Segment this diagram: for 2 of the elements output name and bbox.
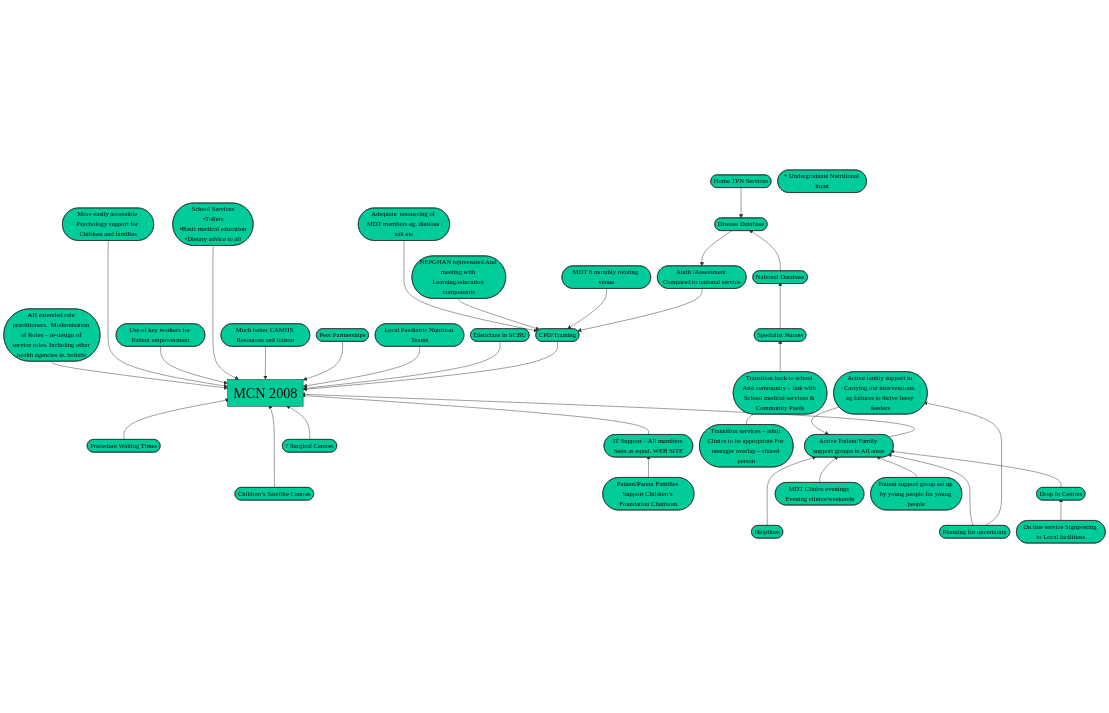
- connector: [746, 414, 754, 425]
- node-box: MCN 2008: [227, 379, 304, 407]
